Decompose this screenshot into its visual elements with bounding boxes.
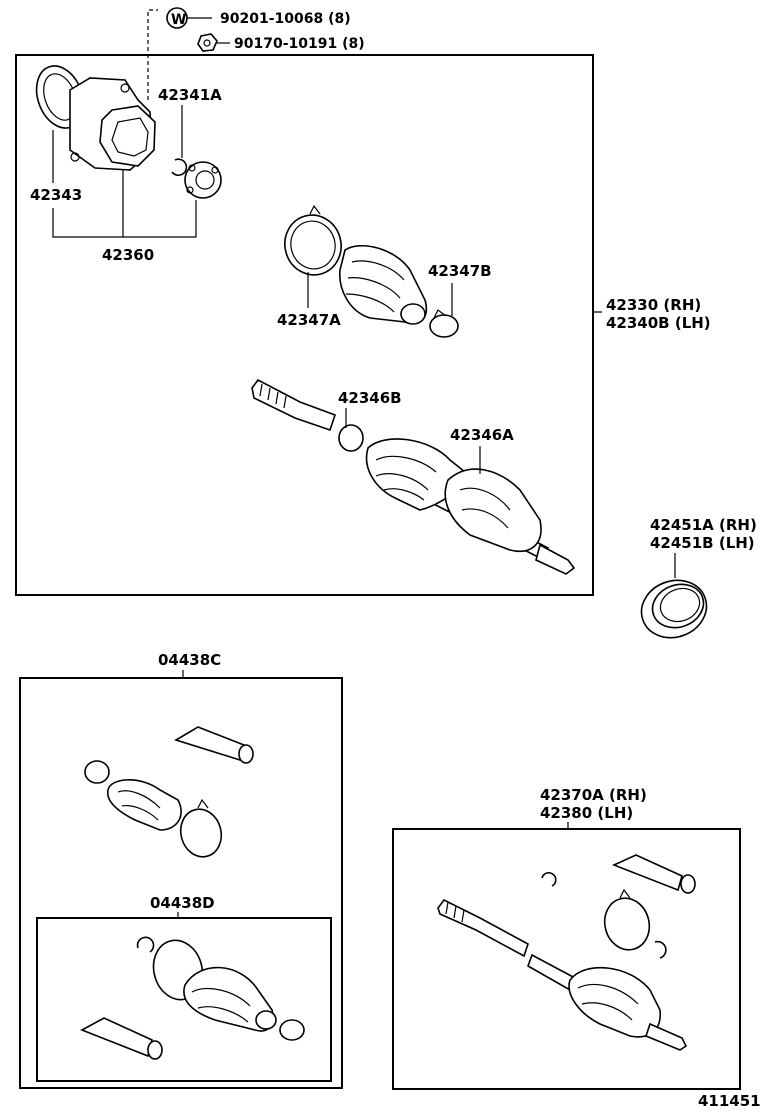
seal-rh-label: 42451A (RH)	[650, 516, 757, 534]
shaft-assembly-rh-label: 42370A (RH)	[540, 786, 647, 804]
grease-tube-icon	[611, 854, 696, 894]
oil-seal-icon	[640, 579, 708, 639]
grease-tube-icon	[80, 1017, 163, 1060]
label-42347b: 42347B	[428, 262, 492, 280]
assembly-lh-label: 42340B (LH)	[606, 314, 711, 332]
washer-bolt-icon: W	[166, 7, 188, 29]
kit-c-label: 04438C	[158, 651, 221, 669]
boot-icon	[568, 966, 688, 1051]
boot-clamp-icon	[179, 798, 223, 858]
label-42346b: 42346B	[338, 389, 402, 407]
boot-clamp-icon	[84, 760, 110, 784]
boot-icon	[365, 438, 576, 575]
main-assembly-frame	[15, 54, 594, 596]
seal-lh-label: 42451B (LH)	[650, 534, 755, 552]
boot-clamp-icon	[603, 888, 667, 959]
kit-d-label: 04438D	[150, 894, 215, 912]
boot-clamp-icon	[429, 309, 459, 338]
nut-part-number: 90170-10191 (8)	[234, 36, 365, 52]
bolt-part-number: 90201-10068 (8)	[220, 11, 351, 27]
boot-clamp-icon	[284, 204, 342, 276]
boot-clamp-icon	[279, 1019, 305, 1041]
label-42343: 42343	[30, 186, 82, 204]
boot-icon	[339, 245, 427, 325]
snap-ring-icon	[171, 158, 188, 177]
label-42341a: 42341A	[158, 86, 222, 104]
kit-d-frame	[36, 917, 332, 1082]
label-42347a: 42347A	[277, 311, 341, 329]
boot-icon	[106, 779, 182, 831]
label-42360: 42360	[102, 246, 154, 264]
grease-tube-icon	[174, 726, 254, 764]
bolt-symbol: W	[171, 12, 186, 28]
boot-icon	[183, 966, 277, 1032]
drive-shaft-icon	[437, 898, 577, 992]
snap-ring-icon	[541, 872, 557, 887]
label-42346a: 42346A	[450, 426, 514, 444]
nut-icon	[197, 33, 218, 52]
boot-clamp-icon	[338, 424, 364, 452]
shaft-assembly-frame	[392, 828, 741, 1090]
shaft-assembly-lh-label: 42380 (LH)	[540, 804, 633, 822]
assembly-rh-label: 42330 (RH)	[606, 296, 701, 314]
kit-c-frame	[19, 677, 343, 1089]
bearing-cage-icon	[184, 161, 222, 199]
cv-joint-housing-icon	[35, 65, 156, 171]
figure-number: 411451	[698, 1092, 760, 1110]
fastener-callouts: W 90201-10068 (8) 90170-10191 (8)	[147, 7, 365, 100]
